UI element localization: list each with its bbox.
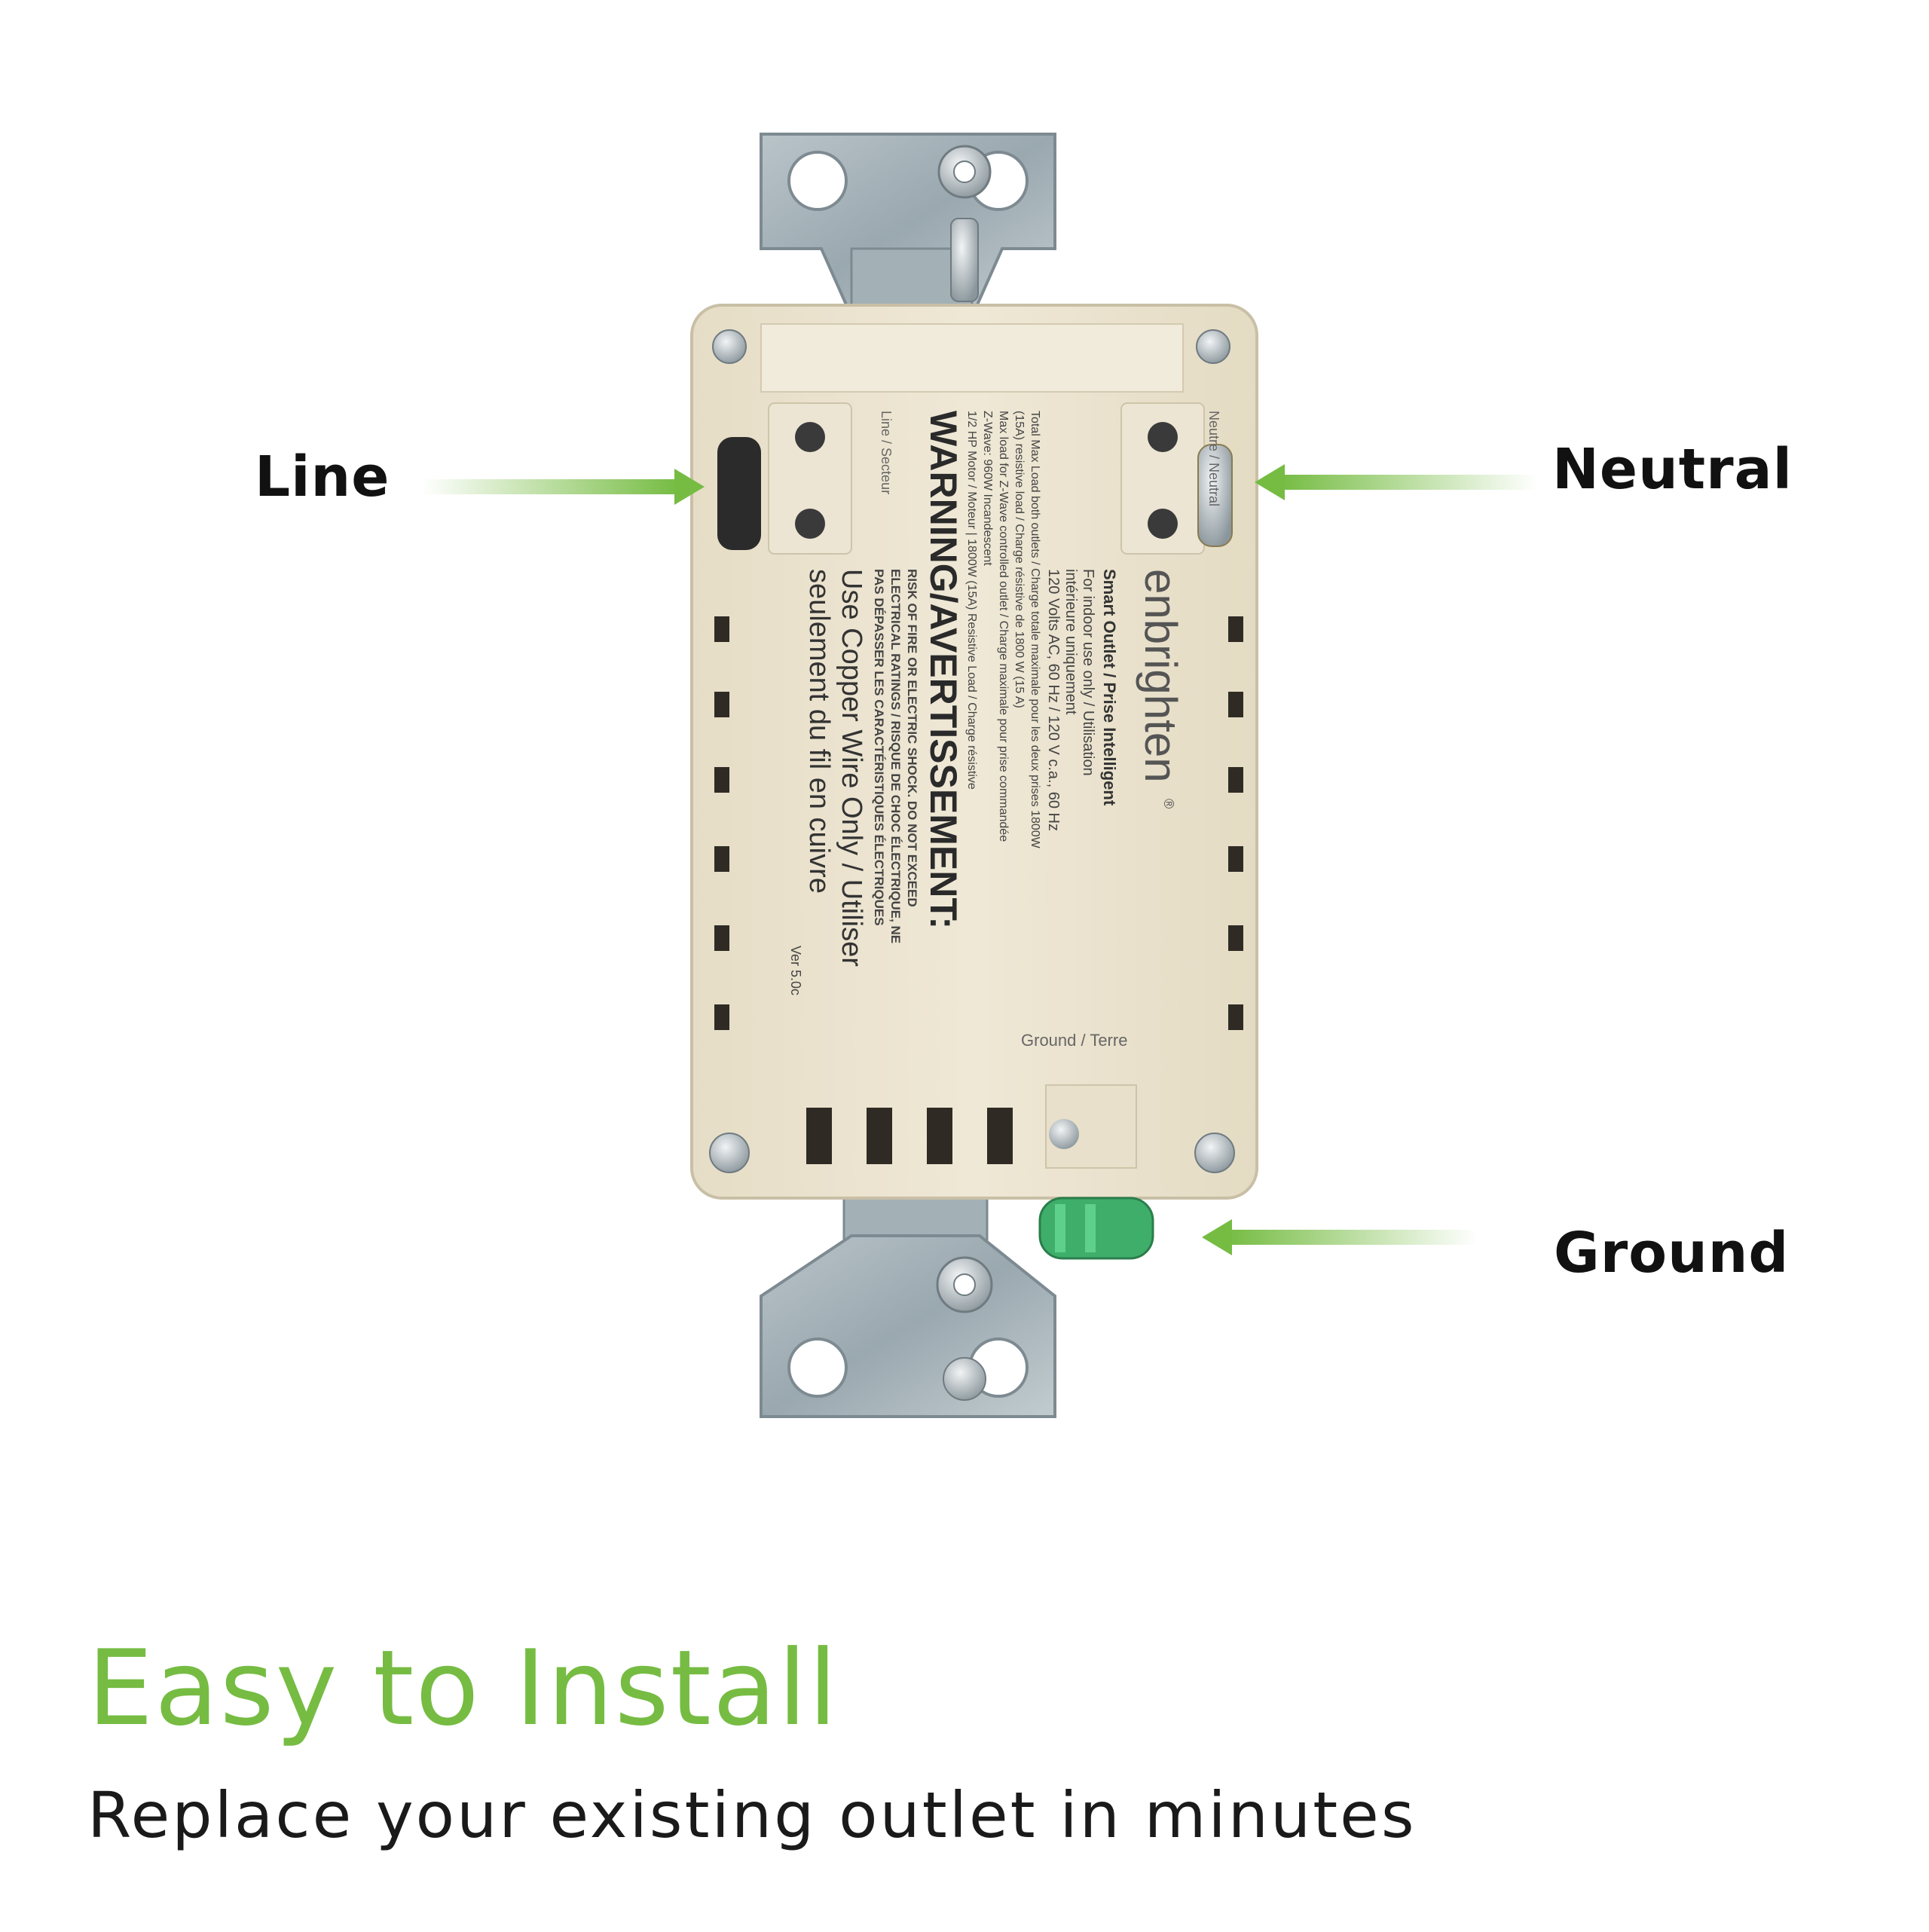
spec-line: 1/2 HP Motor / Moteur | 1800W (15A) Resi…: [965, 411, 978, 790]
warning-line: RISK OF FIRE OR ELECTRIC SHOCK. DO NOT E…: [905, 569, 919, 907]
warning-title: WARNING/AVERTISSEMENT:: [922, 411, 964, 929]
product-name: Smart Outlet / Prise Intelligent: [1100, 569, 1119, 806]
registered-mark: ®: [1161, 799, 1176, 809]
line-terminal-label: Line / Secteur: [879, 411, 894, 494]
version-label: Ver 5.0c: [788, 946, 803, 995]
copper-line: Use Copper Wire Only / Utiliser: [836, 569, 867, 967]
neutral-terminal-label: Neutre / Neutral: [1206, 411, 1221, 506]
brand-logo: enbrighten: [1136, 569, 1186, 783]
neutral-callout-label: Neutral: [1552, 437, 1793, 502]
line-callout-label: Line: [255, 445, 390, 509]
neutral-terminal: [1120, 402, 1233, 555]
ground-arrow: [1202, 1219, 1477, 1255]
line-arrow: [422, 469, 705, 505]
spec-line: (15A) resistive load / Charge résistive …: [1013, 411, 1026, 708]
spec-line: intérieure uniquement: [1062, 569, 1079, 715]
top-mounting-strap: [760, 133, 1056, 333]
spec-line: Max load for Z-Wave controlled outlet / …: [997, 411, 1010, 842]
device-label: enbrighten ® Smart Outlet / Prise Intell…: [788, 411, 1221, 995]
ground-screw: [1038, 1084, 1154, 1260]
spec-line: 120 Volts AC, 60 Hz / 120 V c.a., 60 Hz: [1045, 569, 1062, 831]
copper-line: seulement du fil en cuivre: [803, 569, 835, 894]
line-terminal: [717, 402, 852, 555]
headline: Easy to Install: [87, 1628, 839, 1749]
ground-terminal-label: Ground / Terre: [1021, 1031, 1127, 1050]
bottom-vents: [806, 1108, 1013, 1164]
neutral-arrow: [1255, 464, 1537, 500]
spec-line: For indoor use only / Utilisation: [1080, 569, 1096, 776]
warning-line: ELECTRICAL RATINGS / RISQUE DE CHOC ÉLEC…: [888, 569, 903, 943]
side-vents: [714, 616, 1243, 1030]
warning-line: PAS DÉPASSER LES CARACTÉRISTIQUES ÉLECTR…: [872, 569, 886, 926]
ground-callout-label: Ground: [1554, 1221, 1790, 1285]
spec-line: Z-Wave: 960W Incandescent: [981, 411, 994, 566]
spec-line: Total Max Load both outlets / Charge tot…: [1029, 411, 1041, 849]
subheadline: Replace your existing outlet in minutes: [87, 1778, 1417, 1852]
